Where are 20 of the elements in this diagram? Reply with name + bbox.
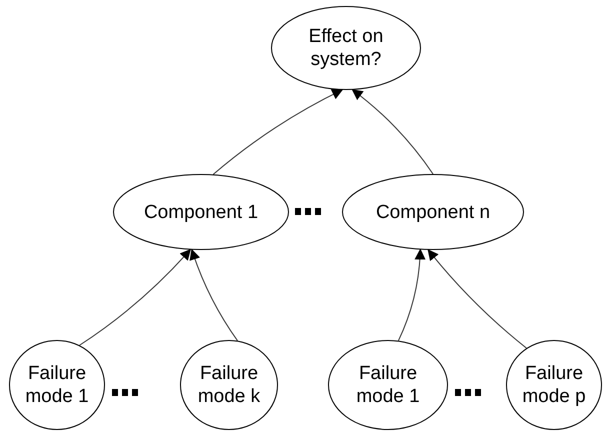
- node-label: Failure mode 1: [24, 362, 90, 408]
- node-label: Failure mode k: [196, 362, 262, 408]
- ellipse-node: [342, 174, 524, 250]
- arrow: [212, 89, 344, 175]
- node-label: Effect on system?: [308, 25, 384, 71]
- ellipse-node: [328, 340, 448, 430]
- node-label: Component 1: [144, 200, 258, 224]
- arrow: [352, 89, 434, 174]
- ellipse-node: [180, 340, 278, 430]
- node-label: Failure mode 1: [355, 362, 421, 408]
- ellipse-node: [271, 6, 421, 90]
- arrow: [79, 248, 191, 346]
- arrow: [190, 248, 238, 342]
- node-label: Failure mode p: [521, 362, 587, 408]
- ellipse-node: [506, 340, 602, 430]
- arrow: [428, 249, 527, 349]
- ellipse-node: [9, 340, 105, 430]
- node-label: Component n: [376, 200, 490, 224]
- ellipse-node: [113, 174, 289, 250]
- arrow: [398, 248, 426, 342]
